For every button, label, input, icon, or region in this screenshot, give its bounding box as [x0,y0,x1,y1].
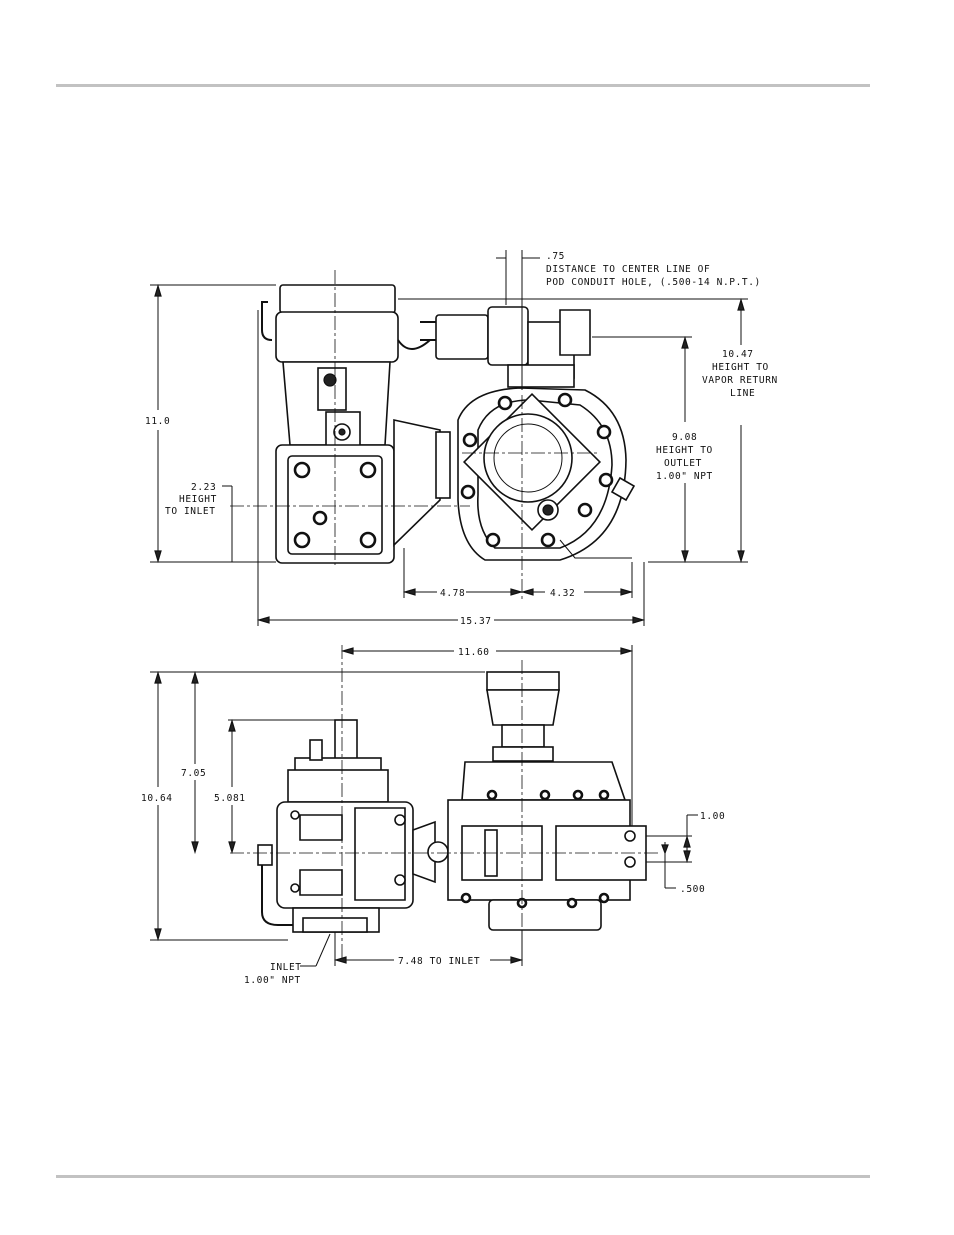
dim-conduit-label-1: DISTANCE TO CENTER LINE OF [546,264,710,275]
dim-overall-height: 11.0 [145,416,170,427]
left-housing [261,284,451,564]
dim-vapor-label-1: HEIGHT TO [712,362,769,373]
conduit-pod [420,306,591,388]
dim-vapor-value: 10.47 [722,349,754,360]
dim-432: 4.32 [550,588,575,599]
dim-outlet-value: 9.08 [672,432,697,443]
inlet-label-2: 1.00" NPT [244,975,301,986]
dim-705: 7.05 [181,768,206,779]
left-housing-side [257,719,449,933]
dim-1160: 11.60 [458,647,490,658]
dim-1064: 10.64 [141,793,173,804]
dim-inlet-label-1: HEIGHT [179,494,217,505]
footer-rule [56,1175,870,1178]
dim-conduit-label-2: POD CONDUIT HOLE, (.500-14 N.P.T.) [546,277,761,288]
dim-outlet-label-2: OUTLET [664,458,702,469]
dim-100: 1.00 [700,811,725,822]
dim-5081: 5.081 [214,793,246,804]
dim-inlet-label-2: TO INLET [165,506,216,517]
top-view: .75 DISTANCE TO CENTER LINE OF POD CONDU… [145,250,778,627]
inlet-label-1: INLET [270,962,302,973]
pump-body [457,387,636,561]
dim-conduit-value: .75 [546,251,565,262]
dim-1537: 15.37 [460,616,492,627]
dim-vapor-label-3: LINE [730,388,755,399]
dim-vapor-label-2: VAPOR RETURN [702,375,778,386]
dim-outlet-label-1: HEIGHT TO [656,445,713,456]
dim-outlet-label-3: 1.00" NPT [656,471,713,482]
pump-side [447,671,647,931]
dim-478: 4.78 [440,588,465,599]
dim-inlet-value: 2.23 [191,482,216,493]
dim-748: 7.48 TO INLET [398,956,480,967]
header-rule [56,84,870,87]
bottom-view: 11.60 10.64 7.05 5.081 1.00 .500 [141,645,725,986]
dim-500: .500 [680,884,705,895]
